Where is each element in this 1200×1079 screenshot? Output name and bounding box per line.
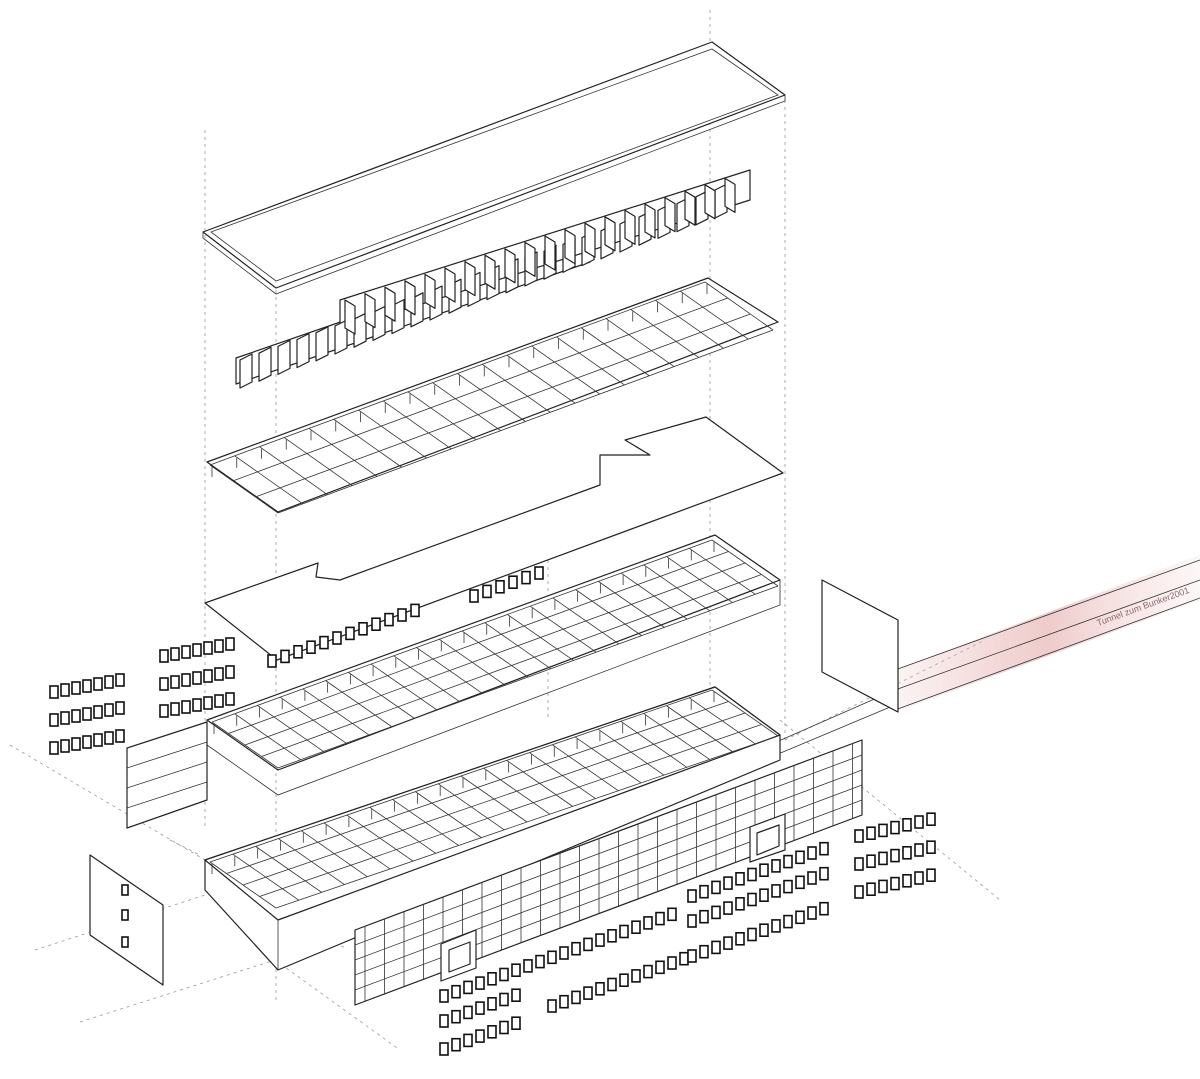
middle-floor-plan [206,534,781,796]
end-wall [89,854,164,986]
roof-slab [202,41,786,295]
window-strips [49,566,936,1056]
partition-walls [235,169,751,389]
south-facade [354,739,863,1006]
east-end-wall [821,579,899,713]
ground-floor-block [204,686,781,971]
floor-slab [204,416,784,661]
tunnel: Tunnel zum Bunker2001 [739,555,1200,771]
upper-structural-frame [206,277,779,514]
west-facade [126,721,208,829]
